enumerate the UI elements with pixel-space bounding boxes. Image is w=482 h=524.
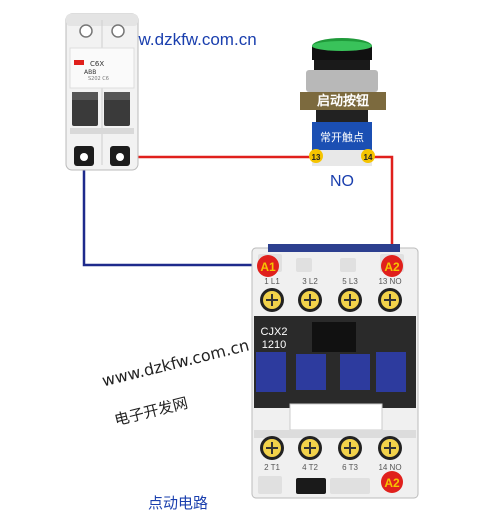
contactor-model-line1: CJX2: [261, 326, 288, 338]
breaker-toggle-right[interactable]: [104, 92, 130, 126]
bottom-terminal-label: 4 T2: [302, 463, 318, 472]
terminal-13-label: 13: [312, 153, 321, 162]
top-terminal-label: 5 L3: [342, 277, 358, 286]
top-terminal-label: 13 NO: [378, 277, 401, 286]
button-label: 启动按钮: [317, 93, 369, 109]
circuit-breaker: [65, 13, 139, 171]
terminal-14-icon: [361, 149, 375, 163]
diagram-caption: 点动电路: [148, 494, 209, 512]
contactor-model-line2: 1210: [262, 339, 286, 351]
breaker-fine-print: S202 C6: [88, 76, 109, 82]
abb-logo-icon: [74, 60, 84, 65]
contactor: [251, 244, 419, 499]
wire-red-button-to-coil: [370, 155, 394, 262]
watermark-top: www.dzkfw.com.cn: [114, 30, 257, 49]
bottom-terminal-label: 14 NO: [378, 463, 401, 472]
coil-a2-top-badge: [381, 255, 403, 277]
breaker-brand: ABB: [84, 69, 96, 76]
no-state-label: NO: [330, 173, 354, 190]
coil-a2-top-label: A2: [384, 260, 400, 274]
top-terminal-screws: [260, 288, 402, 312]
breaker-model: C6X: [90, 60, 104, 68]
terminal-14-label: 14: [364, 153, 373, 162]
bottom-terminal-label: 6 T3: [342, 463, 358, 472]
bottom-terminal-label: 2 T1: [264, 463, 280, 472]
top-terminal-label: 1 L1: [264, 277, 280, 286]
top-terminal-label: 3 L2: [302, 277, 318, 286]
button-label-plate: [300, 92, 386, 110]
push-button[interactable]: [300, 38, 386, 166]
coil-a1-label: A1: [260, 260, 276, 274]
coil-a1-badge: [257, 255, 279, 277]
breaker-toggle-left[interactable]: [72, 92, 98, 126]
terminal-13-icon: [309, 149, 323, 163]
bottom-terminal-screws: [260, 436, 402, 460]
wire-blue-breaker-to-coil: [82, 160, 262, 267]
contact-label: 常开触点: [320, 130, 364, 144]
coil-a2-bottom-label: A2: [384, 476, 400, 490]
coil-a2-bottom-badge: [381, 471, 403, 493]
